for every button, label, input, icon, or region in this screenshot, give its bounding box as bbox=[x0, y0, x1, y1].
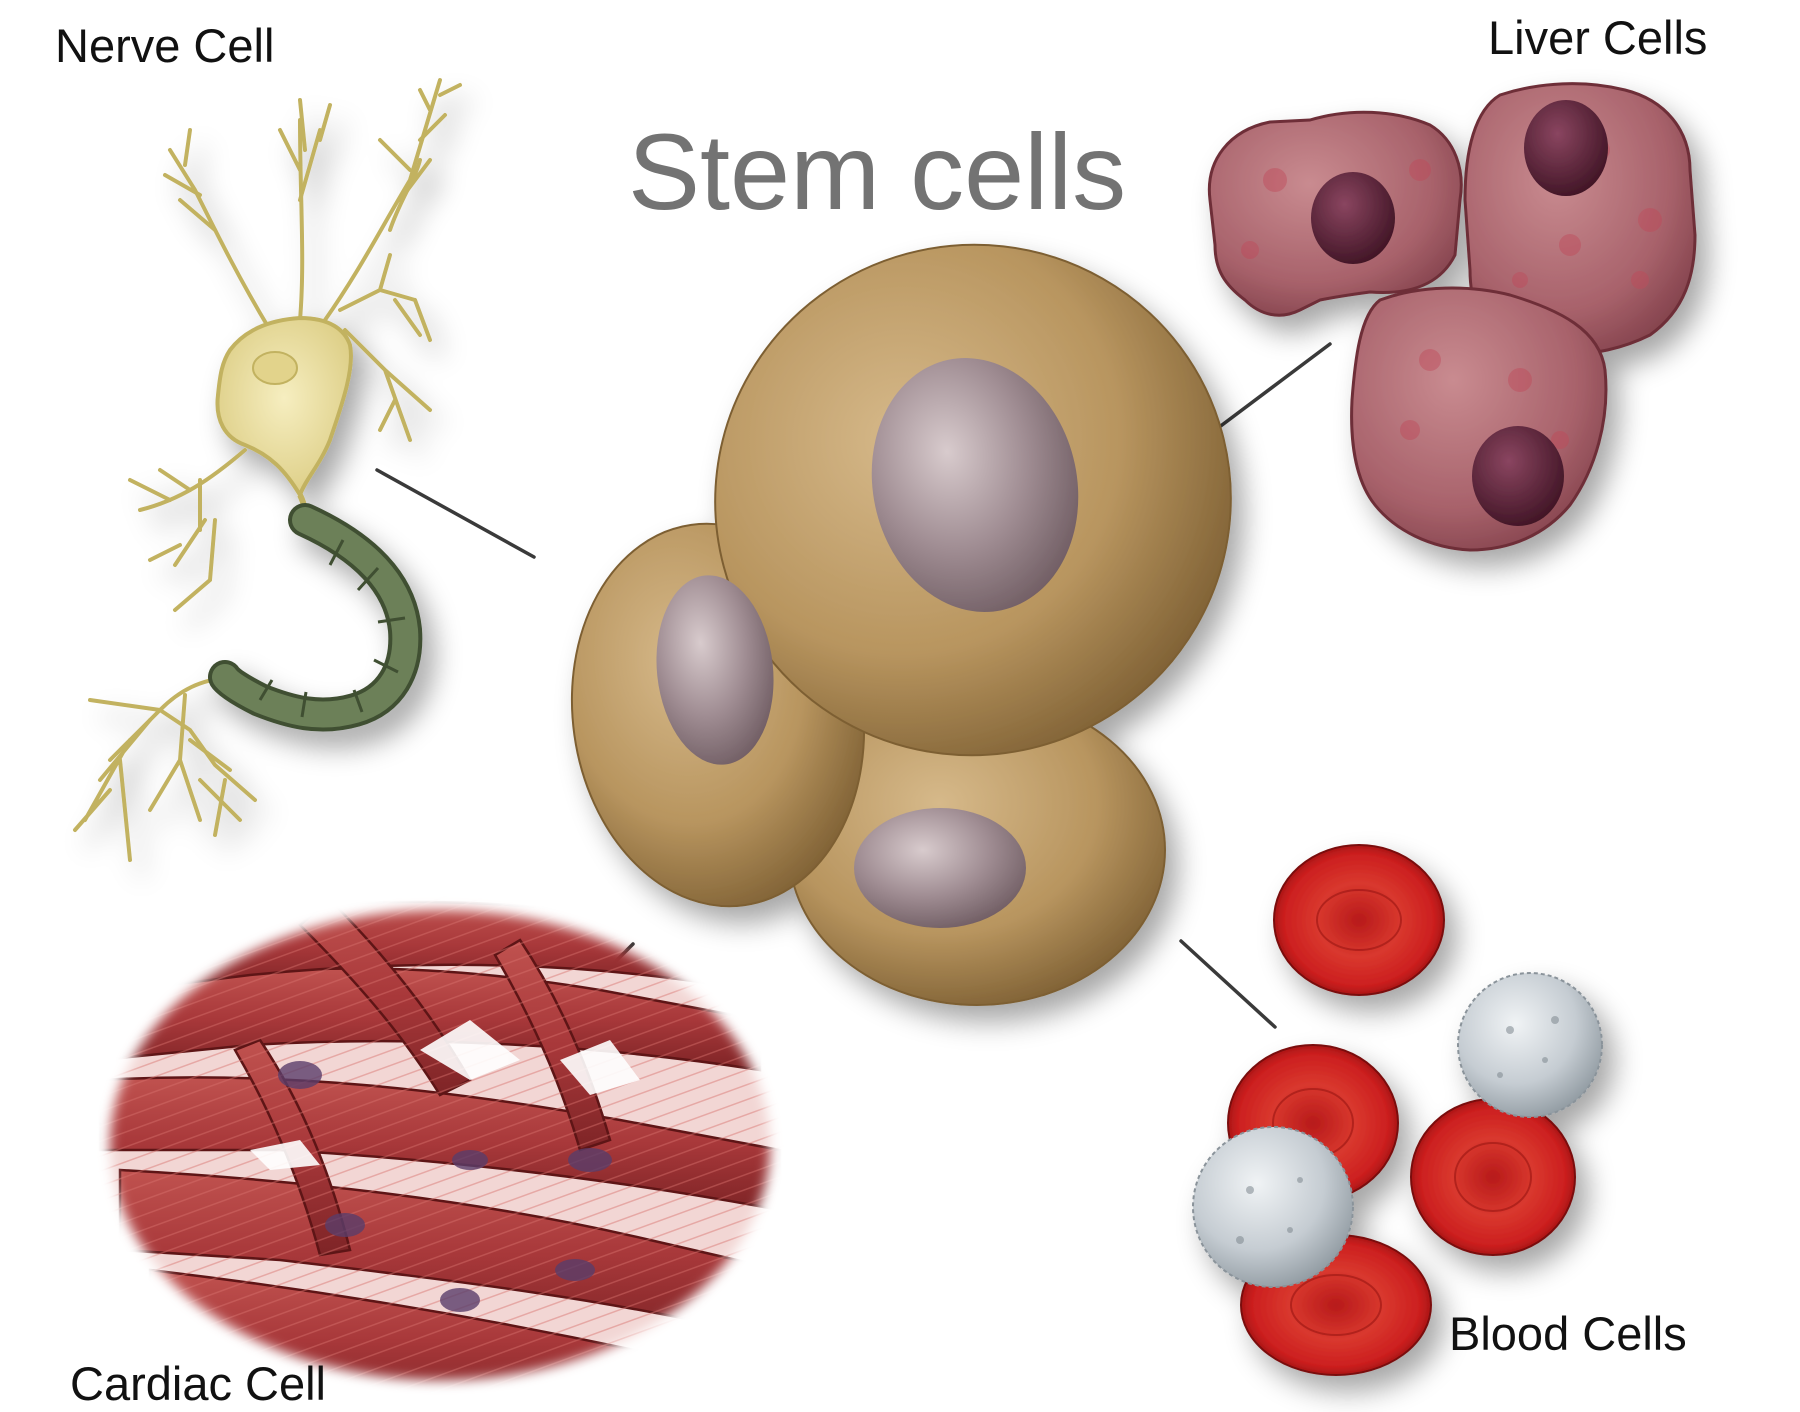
connector-nerve bbox=[375, 468, 536, 559]
label-blood-cells: Blood Cells bbox=[1449, 1307, 1687, 1360]
stem-nucleus-left bbox=[656, 575, 774, 765]
stem-nucleus-bottom bbox=[854, 808, 1026, 928]
cardiac-tissue bbox=[90, 880, 810, 1412]
liver-cells bbox=[1207, 82, 1697, 552]
stem-nucleus-large bbox=[871, 358, 1079, 612]
connector-blood bbox=[1179, 939, 1277, 1029]
connector-liver bbox=[1216, 342, 1332, 430]
label-nerve-cell: Nerve Cell bbox=[55, 19, 275, 72]
nerve-cell bbox=[73, 78, 462, 862]
label-cardiac-cell: Cardiac Cell bbox=[70, 1357, 326, 1410]
diagram-title: Stem cells bbox=[628, 111, 1127, 232]
label-liver-cells: Liver Cells bbox=[1488, 11, 1708, 64]
blood-cells bbox=[1192, 844, 1603, 1376]
stem-cells-cluster bbox=[570, 243, 1232, 1006]
